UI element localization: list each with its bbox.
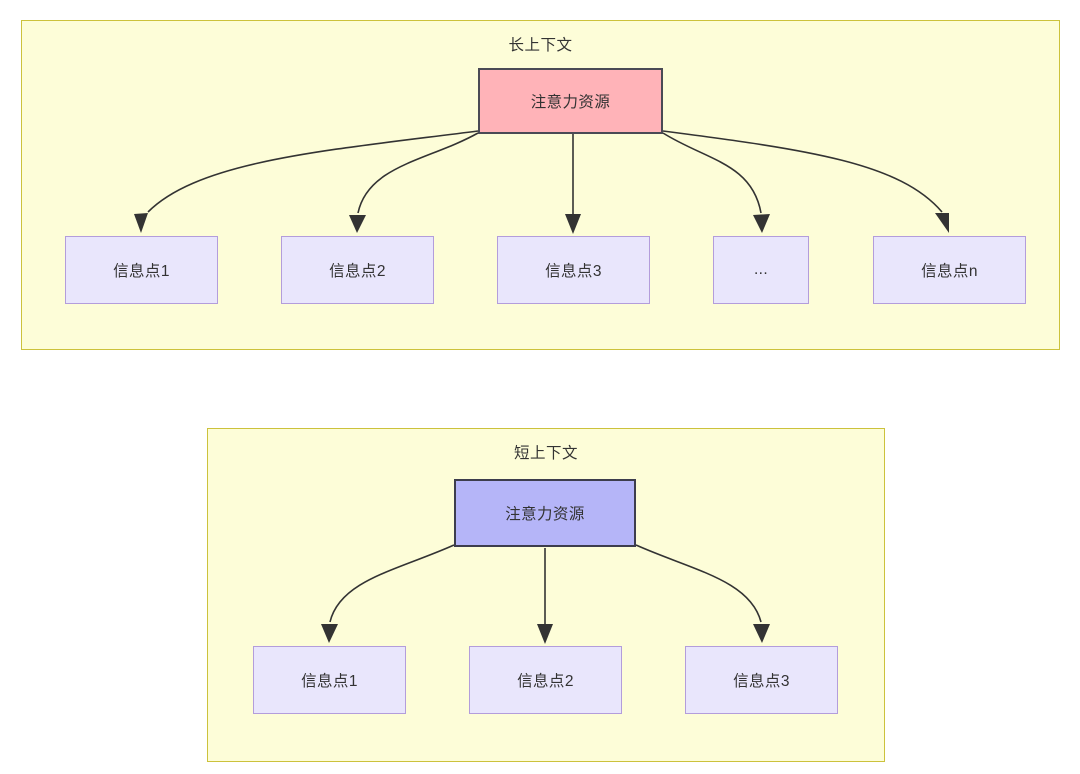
node-long-info-point-ellipsis[interactable]: ...: [713, 236, 809, 304]
node-long-attention-resource-label: 注意力资源: [530, 94, 611, 111]
panel-short-context-title: 短上下文: [513, 445, 578, 462]
node-short-info-point-2-label: 信息点2: [517, 673, 574, 690]
node-long-attention-resource[interactable]: 注意力资源: [478, 68, 663, 134]
node-short-info-point-1-label: 信息点1: [301, 673, 358, 690]
node-short-info-point-1[interactable]: 信息点1: [253, 646, 406, 714]
node-long-info-point-3-label: 信息点3: [545, 263, 602, 280]
node-long-info-point-1-label: 信息点1: [113, 263, 170, 280]
node-short-attention-resource[interactable]: 注意力资源: [454, 479, 636, 547]
node-long-info-point-n-label: 信息点n: [921, 263, 978, 280]
node-short-attention-resource-label: 注意力资源: [505, 506, 585, 523]
node-long-info-point-n[interactable]: 信息点n: [873, 236, 1026, 304]
node-short-info-point-3-label: 信息点3: [733, 673, 790, 690]
node-long-info-point-ellipsis-label: ...: [753, 261, 769, 278]
panel-long-context-title: 长上下文: [508, 37, 573, 54]
node-long-info-point-3[interactable]: 信息点3: [497, 236, 650, 304]
node-long-info-point-2[interactable]: 信息点2: [281, 236, 434, 304]
node-long-info-point-1[interactable]: 信息点1: [65, 236, 218, 304]
node-short-info-point-2[interactable]: 信息点2: [469, 646, 622, 714]
node-short-info-point-3[interactable]: 信息点3: [685, 646, 838, 714]
node-long-info-point-2-label: 信息点2: [329, 263, 386, 280]
